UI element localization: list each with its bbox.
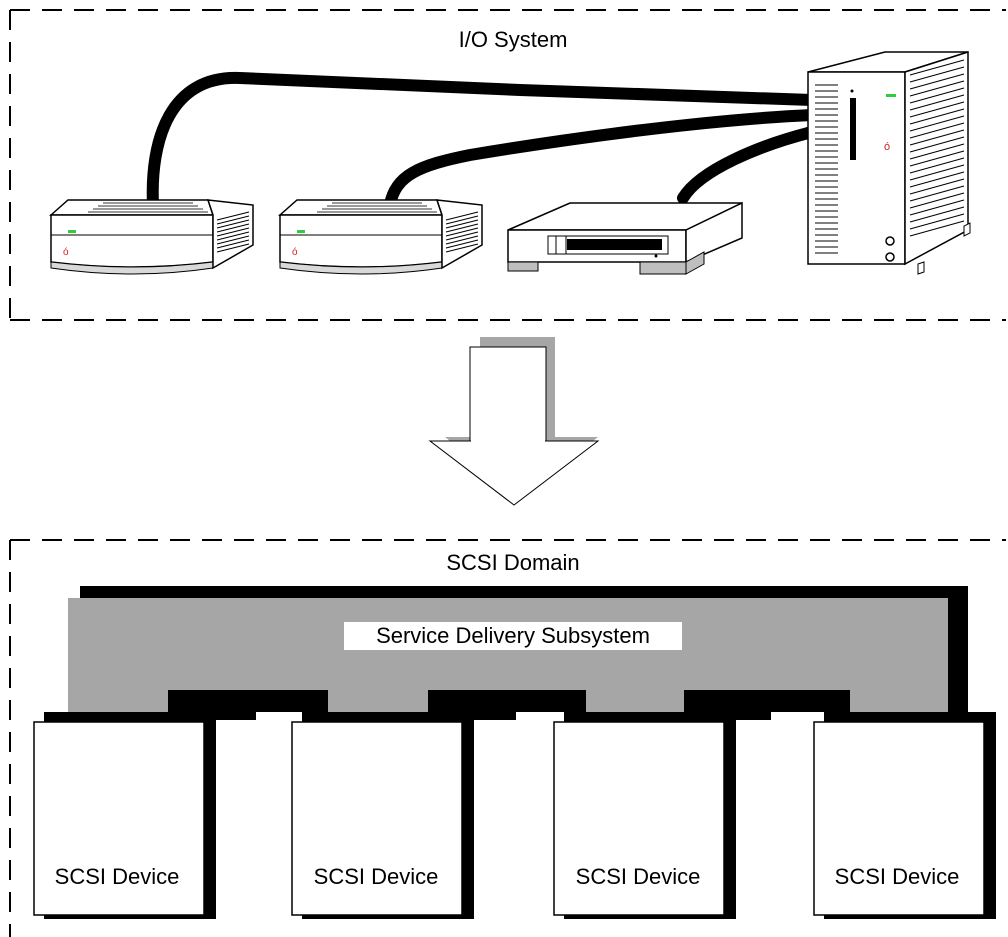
scsi-device-1: SCSI Device xyxy=(33,712,216,919)
service-delivery-subsystem: Service Delivery Subsystem xyxy=(68,586,968,722)
transform-arrow xyxy=(428,337,600,506)
cable-tape xyxy=(677,126,818,204)
cables xyxy=(146,71,818,211)
cable-disk-2 xyxy=(384,109,818,211)
io-system-dashed-border xyxy=(9,9,1006,321)
io-system-region: I/O System ó xyxy=(9,9,1006,321)
scsi-device-label: SCSI Device xyxy=(576,864,701,889)
tape-drive xyxy=(507,201,743,275)
disk-drive-2: ó xyxy=(278,199,483,275)
scsi-device-label: SCSI Device xyxy=(835,864,960,889)
scsi-device-2: SCSI Device xyxy=(291,712,474,919)
cable-disk-1 xyxy=(146,71,818,211)
scsi-domain-dashed-border xyxy=(9,539,1006,937)
io-system-title: I/O System xyxy=(459,27,568,52)
scsi-device-label: SCSI Device xyxy=(314,864,439,889)
apple-logo: ó xyxy=(292,247,298,258)
subsystem-label-bg xyxy=(344,622,682,650)
scsi-domain-region: SCSI Domain Service Delivery Subsystem S… xyxy=(9,539,1006,937)
apple-logo: ó xyxy=(884,141,890,153)
tower-computer: ó xyxy=(807,50,971,275)
scsi-device-4: SCSI Device xyxy=(813,712,996,919)
apple-logo: ó xyxy=(63,247,69,258)
scsi-device-label: SCSI Device xyxy=(55,864,180,889)
scsi-device-3: SCSI Device xyxy=(553,712,736,919)
subsystem-label: Service Delivery Subsystem xyxy=(376,623,650,648)
scsi-domain-title: SCSI Domain xyxy=(446,550,579,575)
disk-drive-1: ó xyxy=(49,199,254,275)
